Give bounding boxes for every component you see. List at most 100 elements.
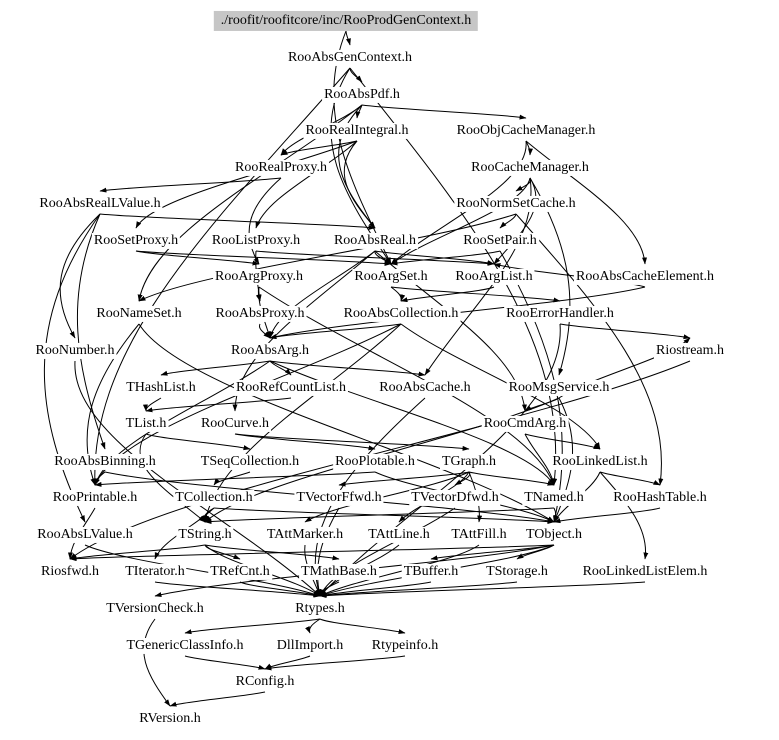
graph-node-RooArgSet[interactable]: RooArgSet.h [352, 268, 430, 286]
graph-edge [269, 360, 292, 376]
graph-node-RooNumber[interactable]: RooNumber.h [33, 342, 117, 360]
graph-node-RooAbsArg[interactable]: RooAbsArg.h [229, 342, 311, 360]
graph-node-RooArgList[interactable]: RooArgList.h [453, 268, 535, 286]
graph-edge [99, 213, 376, 230]
graph-node-TString[interactable]: TString.h [176, 526, 234, 544]
graph-node-RooRefCountList[interactable]: RooRefCountList.h [233, 379, 349, 397]
graph-node-Riostream[interactable]: Riostream.h [653, 342, 727, 360]
graph-edge [343, 140, 376, 229]
graph-node-TVectorDfwd[interactable]: TVectorDfwd.h [409, 489, 501, 507]
graph-edge [269, 250, 376, 339]
graph-node-TBuffer[interactable]: TBuffer.h [401, 563, 461, 581]
graph-node-RooLinkedListElem[interactable]: RooLinkedListElem.h [580, 563, 710, 581]
graph-node-RooNormSetCache[interactable]: RooNormSetCache.h [454, 195, 578, 213]
graph-node-TStorage[interactable]: TStorage.h [484, 563, 550, 581]
graph-edge [599, 471, 649, 560]
graph-node-RooHashTable[interactable]: RooHashTable.h [611, 489, 709, 507]
graph-node-TNamed[interactable]: TNamed.h [522, 489, 586, 507]
graph-node-TAttMarker[interactable]: TAttMarker.h [264, 526, 346, 544]
graph-edge [169, 691, 266, 707]
graph-node-RooPlotable[interactable]: RooPlotable.h [333, 453, 417, 471]
graph-edge [269, 323, 402, 340]
graph-node-TList[interactable]: TList.h [123, 415, 169, 433]
graph-edge [374, 250, 392, 265]
graph-node-RooAbsRealLValue[interactable]: RooAbsRealLValue.h [37, 195, 163, 213]
graph-edge [338, 471, 470, 487]
graph-edge [234, 433, 376, 451]
graph-edge [74, 360, 321, 597]
graph-node-RooPrintable[interactable]: RooPrintable.h [50, 489, 140, 507]
graph-node-RooAbsCacheElement[interactable]: RooAbsCacheElement.h [573, 268, 717, 286]
graph-node-Rtypes[interactable]: Rtypes.h [293, 600, 347, 618]
graph-edge [255, 140, 358, 229]
graph-edge [269, 360, 426, 377]
graph-node-RooListProxy[interactable]: RooListProxy.h [209, 232, 303, 250]
graph-edge [135, 250, 260, 266]
graph-edge [204, 544, 340, 561]
graph-node-TObject[interactable]: TObject.h [523, 526, 585, 544]
graph-node-RooAbsGenContext[interactable]: RooAbsGenContext.h [285, 49, 415, 67]
graph-edge [160, 360, 271, 376]
graph-node-RooAbsCache[interactable]: RooAbsCache.h [377, 379, 473, 397]
graph-node-RooRealProxy[interactable]: RooRealProxy.h [232, 159, 330, 177]
graph-node-TAttLine[interactable]: TAttLine.h [366, 526, 432, 544]
graph-node-TVersionCheck[interactable]: TVersionCheck.h [104, 600, 206, 618]
graph-node-RooAbsCollection[interactable]: RooAbsCollection.h [341, 305, 461, 323]
graph-node-RooLinkedList[interactable]: RooLinkedList.h [550, 453, 650, 471]
graph-node-RooAbsProxy[interactable]: RooAbsProxy.h [213, 305, 307, 323]
graph-node-TIterator[interactable]: TIterator.h [123, 563, 187, 581]
graph-edge [145, 433, 251, 451]
graph-node-TRefCnt[interactable]: TRefCnt.h [208, 563, 272, 581]
graph-edge [255, 250, 495, 266]
graph-edge [390, 286, 561, 303]
graph-edge [319, 581, 518, 598]
graph-node-RooCacheManager[interactable]: RooCacheManager.h [469, 159, 591, 177]
graph-edge [69, 544, 206, 561]
graph-node-RConfig[interactable]: RConfig.h [233, 673, 297, 691]
graph-edge [390, 250, 501, 266]
graph-node-THashList[interactable]: THashList.h [124, 379, 198, 397]
graph-node-RooMsgService[interactable]: RooMsgService.h [506, 379, 612, 397]
graph-edge [184, 618, 321, 635]
graph-edge [319, 581, 646, 599]
graph-edge [258, 323, 271, 339]
graph-node-Riosfwd[interactable]: Riosfwd.h [39, 563, 101, 581]
graph-edge [319, 507, 456, 597]
graph-node-DllImport[interactable]: DllImport.h [274, 637, 346, 655]
graph-node-RooAbsLValue[interactable]: RooAbsLValue.h [35, 526, 135, 544]
graph-node-RVersion[interactable]: RVersion.h [137, 710, 203, 728]
graph-node-RooRealIntegral[interactable]: RooRealIntegral.h [303, 122, 411, 140]
graph-node-TSeqCollection[interactable]: TSeqCollection.h [198, 453, 302, 471]
graph-node-RooErrorHandler[interactable]: RooErrorHandler.h [504, 305, 616, 323]
graph-edge [248, 177, 282, 265]
graph-node-RooCurve[interactable]: RooCurve.h [198, 415, 272, 433]
graph-edge [524, 433, 556, 486]
graph-edge [154, 581, 321, 598]
graph-edge [99, 177, 282, 193]
graph-node-TCollection[interactable]: TCollection.h [173, 489, 255, 507]
graph-node-TVectorFfwd[interactable]: TVectorFfwd.h [294, 489, 384, 507]
graph-node-TGenericClassInfo[interactable]: TGenericClassInfo.h [124, 637, 246, 655]
graph-edge [280, 140, 358, 156]
graph-node-RooArgProxy[interactable]: RooArgProxy.h [213, 268, 305, 286]
graph-edge [269, 360, 555, 486]
graph-node-RooSetProxy[interactable]: RooSetProxy.h [91, 232, 181, 250]
graph-edge [135, 250, 392, 266]
graph-edge [239, 581, 321, 597]
graph-node-RooNameSet[interactable]: RooNameSet.h [94, 305, 184, 323]
graph-node-RooAbsBinning[interactable]: RooAbsBinning.h [52, 453, 158, 471]
graph-node-RooAbsPdf[interactable]: RooAbsPdf.h [322, 86, 402, 104]
graph-node-RooSetPair[interactable]: RooSetPair.h [461, 232, 539, 250]
graph-node-Rtypeinfo[interactable]: Rtypeinfo.h [369, 637, 441, 655]
graph-node-TAttFill[interactable]: TAttFill.h [449, 526, 509, 544]
graph-edge [264, 655, 406, 671]
graph-node-RooObjCacheManager[interactable]: RooObjCacheManager.h [454, 122, 598, 140]
graph-edge [516, 544, 555, 560]
graph-node-RooCmdArg[interactable]: RooCmdArg.h [481, 415, 569, 433]
graph-node-RooAbsReal[interactable]: RooAbsReal.h [331, 232, 419, 250]
graph-edge [390, 177, 531, 265]
graph-node-TGraph[interactable]: TGraph.h [439, 453, 499, 471]
graph-node-TMathBase[interactable]: TMathBase.h [299, 563, 379, 581]
